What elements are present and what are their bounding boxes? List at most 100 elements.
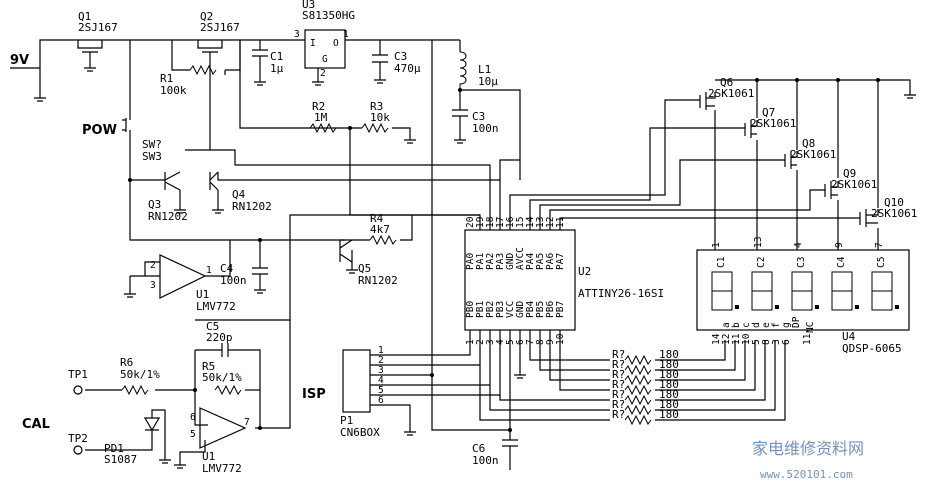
rseg-value: 180	[659, 408, 679, 421]
watermark-url: www.520101.com	[760, 468, 853, 481]
u2-pin: 12	[545, 217, 556, 228]
r1-value: 100k	[160, 84, 187, 97]
mosfet-q6	[699, 92, 716, 110]
l1-ref: L1	[478, 63, 491, 76]
u2-pin: 20	[465, 216, 476, 228]
u4-seg: b	[731, 322, 742, 328]
u2-pin: 11	[555, 216, 566, 228]
u2-pin: 6	[515, 339, 526, 345]
resistors	[121, 64, 652, 426]
test-point-tp1	[73, 385, 83, 395]
u3-ref: U3	[302, 0, 315, 11]
q3-value: RN1202	[148, 210, 188, 223]
u2-pin: 10	[555, 333, 566, 345]
r3-ref: R3	[370, 100, 383, 113]
port-9v: 9V	[10, 53, 29, 68]
photodiode-pd1	[143, 417, 161, 432]
mosfet-q8	[784, 151, 798, 169]
rseg-value: 180	[659, 388, 679, 401]
u2-pin-name: PA1	[475, 253, 486, 270]
rseg-ref: R?	[612, 348, 625, 361]
u2-pin-name: AVCC	[515, 247, 526, 270]
u2-pin: 16	[505, 216, 516, 228]
sw-ref: SW?	[142, 138, 162, 151]
u2-pin-name: PA4	[525, 253, 536, 270]
u4-pin: 14	[711, 333, 722, 345]
rseg-ref: R?	[612, 368, 625, 381]
u1b-value: LMV772	[202, 462, 242, 475]
u1a-value: LMV772	[196, 300, 236, 313]
rseg-value: 180	[659, 368, 679, 381]
u2-ref: U2	[578, 265, 591, 278]
capacitor-c5	[215, 343, 240, 357]
c6-ref: C6	[472, 442, 485, 455]
u4-pin: 3	[771, 339, 782, 345]
u4-pin: 9	[834, 242, 845, 248]
r1-ref: R1	[160, 72, 173, 85]
rseg-value: 180	[659, 378, 679, 391]
u1b-pin-6: 6	[190, 412, 196, 423]
p1-pin: 4	[378, 375, 384, 386]
u2-bottom-pin-names: PB0 PB1 PB2 PB3 VCC GND PB4 PB5 PB6 PB7	[465, 301, 566, 318]
u1b-pin-5: 5	[190, 429, 196, 440]
u2-pin: 8	[535, 339, 546, 345]
u4-pin: 12	[721, 334, 732, 345]
rseg-ref: R?	[612, 378, 625, 391]
transistor-q3	[164, 171, 181, 191]
r6-ref: R6	[120, 356, 133, 369]
u1a-pin-2: 2	[150, 260, 156, 271]
q5-ref: Q5	[358, 262, 371, 275]
mcu-u2	[464, 229, 576, 331]
u4-pin: 11	[802, 333, 813, 345]
u4-pin: 11	[731, 333, 742, 345]
u2-pin-name: PB4	[525, 301, 536, 318]
c5-ref: C5	[206, 320, 219, 333]
r4-ref: R4	[370, 212, 384, 225]
u3-pin-1: 1	[343, 29, 349, 40]
r2-ref: R2	[312, 100, 325, 113]
c6-value: 100n	[472, 454, 499, 467]
u4-seg: NC	[805, 322, 816, 333]
u4-seg: a	[721, 322, 732, 328]
segment-resistor-labels: R? 180 R? 180 R? 180 R? 180 R? 180 R? 18…	[612, 348, 679, 421]
u2-pin: 15	[515, 217, 526, 228]
u4-seg: f	[771, 322, 782, 328]
u2-pin: 19	[475, 216, 486, 228]
u3-value: S81350HG	[302, 9, 355, 22]
transistor-q5	[339, 239, 353, 263]
u2-pin: 5	[505, 339, 516, 345]
q2-ref: Q2	[200, 10, 213, 23]
u1b-ref: U1	[202, 450, 215, 463]
u2-pin-name: PB1	[475, 301, 486, 318]
u3-pin-g: G	[322, 54, 328, 65]
u2-pin: 4	[495, 339, 506, 345]
q6-value: 2SK1061	[708, 87, 754, 100]
l1-value: 10µ	[478, 75, 498, 88]
u2-pin-name: GND	[515, 301, 526, 318]
u3-pin-2: 2	[320, 68, 326, 79]
q4-value: RN1202	[232, 200, 272, 213]
u3-pin-i: I	[310, 38, 316, 49]
watermark-cn: 家电维修资料网	[752, 439, 864, 458]
u2-pin: 13	[535, 217, 546, 228]
q5-value: RN1202	[358, 274, 398, 287]
u3-pin-o: O	[333, 38, 339, 49]
u2-pin-name: PA3	[495, 253, 506, 270]
u1b-pin-7: 7	[244, 417, 250, 428]
tp1-label: TP1	[68, 368, 88, 381]
rseg-ref: R?	[612, 358, 625, 371]
tp2-label: TP2	[68, 432, 88, 445]
rseg-value: 180	[659, 358, 679, 371]
u1a-ref: U1	[196, 288, 209, 301]
q9-value: 2SK1061	[831, 178, 877, 191]
u1a-pin-1: 1	[206, 265, 212, 276]
pd1-ref: PD1	[104, 442, 124, 455]
u4-digit: C1	[716, 256, 727, 268]
pd1-value: S1087	[104, 453, 137, 466]
u4-pin: 5	[751, 339, 762, 345]
u2-pin-name: PB2	[485, 301, 496, 318]
u4-digit: C4	[836, 256, 847, 268]
connector-p1	[342, 349, 371, 413]
r5-ref: R5	[202, 360, 215, 373]
